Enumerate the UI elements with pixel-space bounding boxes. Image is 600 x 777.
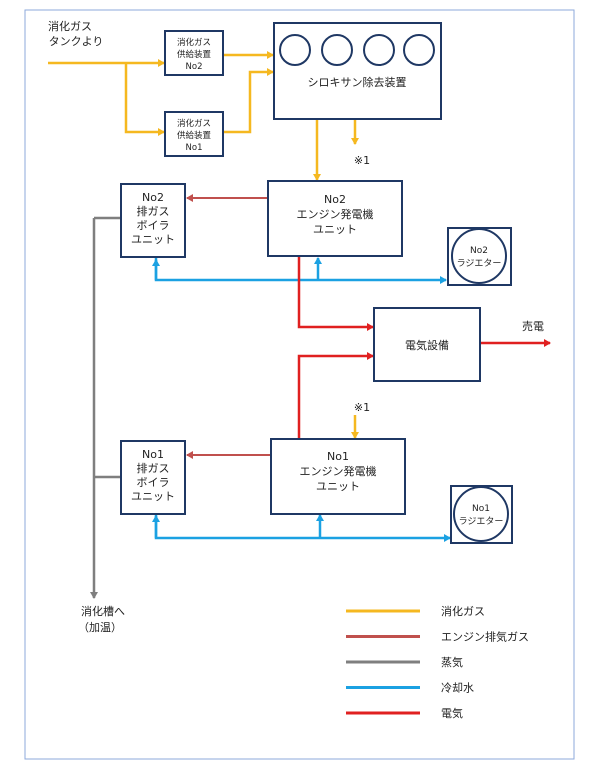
legend-label: 蒸気 xyxy=(441,655,463,669)
boiler-no1-line3: ボイラ xyxy=(137,476,170,489)
siloxane-label: シロキサン除去装置 xyxy=(308,75,407,89)
boiler-no2-line1: No2 xyxy=(142,191,164,204)
note-mark-top: ※1 xyxy=(354,154,370,167)
radiator-no2-line2: ラジエター xyxy=(457,258,502,269)
legend-item: 電気 xyxy=(346,706,463,720)
gas-supply-no2-line3: No2 xyxy=(186,62,203,72)
siloxane-vessel-3 xyxy=(363,34,395,66)
boiler-no2-line4: ユニット xyxy=(131,233,175,246)
water-line-no1-main xyxy=(154,515,451,542)
radiator-no1-line2: ラジエター xyxy=(459,516,504,527)
gas-supply-no2-box xyxy=(164,30,224,76)
siloxane-vessel-2 xyxy=(321,34,353,66)
legend-label: 消化ガス xyxy=(441,604,485,618)
gas-supply-no1-line1: 消化ガス xyxy=(177,118,211,129)
source-label-line1: 消化ガス xyxy=(48,19,92,33)
gas-supply-no1-line3: No1 xyxy=(186,143,203,153)
legend-label: 冷却水 xyxy=(441,682,474,695)
gas-line-branch-no1 xyxy=(124,63,165,136)
boiler-no2-line2: 排ガス xyxy=(137,204,170,218)
sell-power-label: 売電 xyxy=(522,320,544,333)
radiator-no1-line1: No1 xyxy=(472,504,490,514)
electric-line-no1 xyxy=(297,352,374,440)
boiler-no2-line3: ボイラ xyxy=(137,219,170,232)
gas-supply-no2-line2: 供給装置 xyxy=(177,49,212,60)
boiler-no2-box xyxy=(120,183,186,258)
engine-no1-line2: エンジン発電機 xyxy=(300,464,377,478)
electric-line-no2 xyxy=(297,256,374,331)
digester-line1: 消化槽へ xyxy=(81,604,125,618)
diagram-frame xyxy=(24,9,575,760)
legend-item: 冷却水 xyxy=(346,682,474,695)
engine-no2-box xyxy=(267,180,403,257)
engine-no1-line3: ユニット xyxy=(316,480,360,493)
gas-supply-no1-box xyxy=(164,111,224,157)
legend-item: エンジン排気ガス xyxy=(346,630,529,644)
radiator-no1-fan xyxy=(453,486,509,542)
exhaust-lines xyxy=(186,194,270,459)
engine-no1-line1: No1 xyxy=(327,450,349,463)
water-lines xyxy=(152,257,451,542)
engine-no2-line2: エンジン発電機 xyxy=(297,207,374,221)
gas-line-no1-to-siloxane xyxy=(224,68,274,134)
digester-line2: （加温） xyxy=(78,621,122,634)
legend-item: 消化ガス xyxy=(346,604,485,618)
gas-lines xyxy=(48,51,359,439)
radiator-no2-fan xyxy=(451,228,507,284)
boiler-no1-line1: No1 xyxy=(142,448,164,461)
source-label-line2: タンクより xyxy=(49,35,104,48)
electric-lines xyxy=(297,256,551,440)
engine-no1-box xyxy=(270,438,406,515)
radiator-no2-line1: No2 xyxy=(470,246,488,256)
water-line-no2-main xyxy=(154,258,447,284)
gas-supply-no1-line2: 供給装置 xyxy=(177,130,212,141)
legend-label: 電気 xyxy=(441,706,463,720)
gas-supply-no2-line1: 消化ガス xyxy=(177,37,211,48)
legend-label: エンジン排気ガス xyxy=(441,630,529,644)
electrical-box xyxy=(373,307,481,382)
legend-item: 蒸気 xyxy=(346,655,463,669)
steam-lines xyxy=(90,216,120,599)
boiler-no1-line2: 排ガス xyxy=(137,461,170,475)
siloxane-vessel-1 xyxy=(279,34,311,66)
electrical-label: 電気設備 xyxy=(405,338,449,352)
engine-no2-line3: ユニット xyxy=(313,223,357,236)
boiler-no1-box xyxy=(120,440,186,515)
boiler-no1-line4: ユニット xyxy=(131,490,175,503)
engine-no2-line1: No2 xyxy=(324,193,346,206)
siloxane-vessel-4 xyxy=(403,34,435,66)
note-mark-bottom: ※1 xyxy=(354,401,370,414)
